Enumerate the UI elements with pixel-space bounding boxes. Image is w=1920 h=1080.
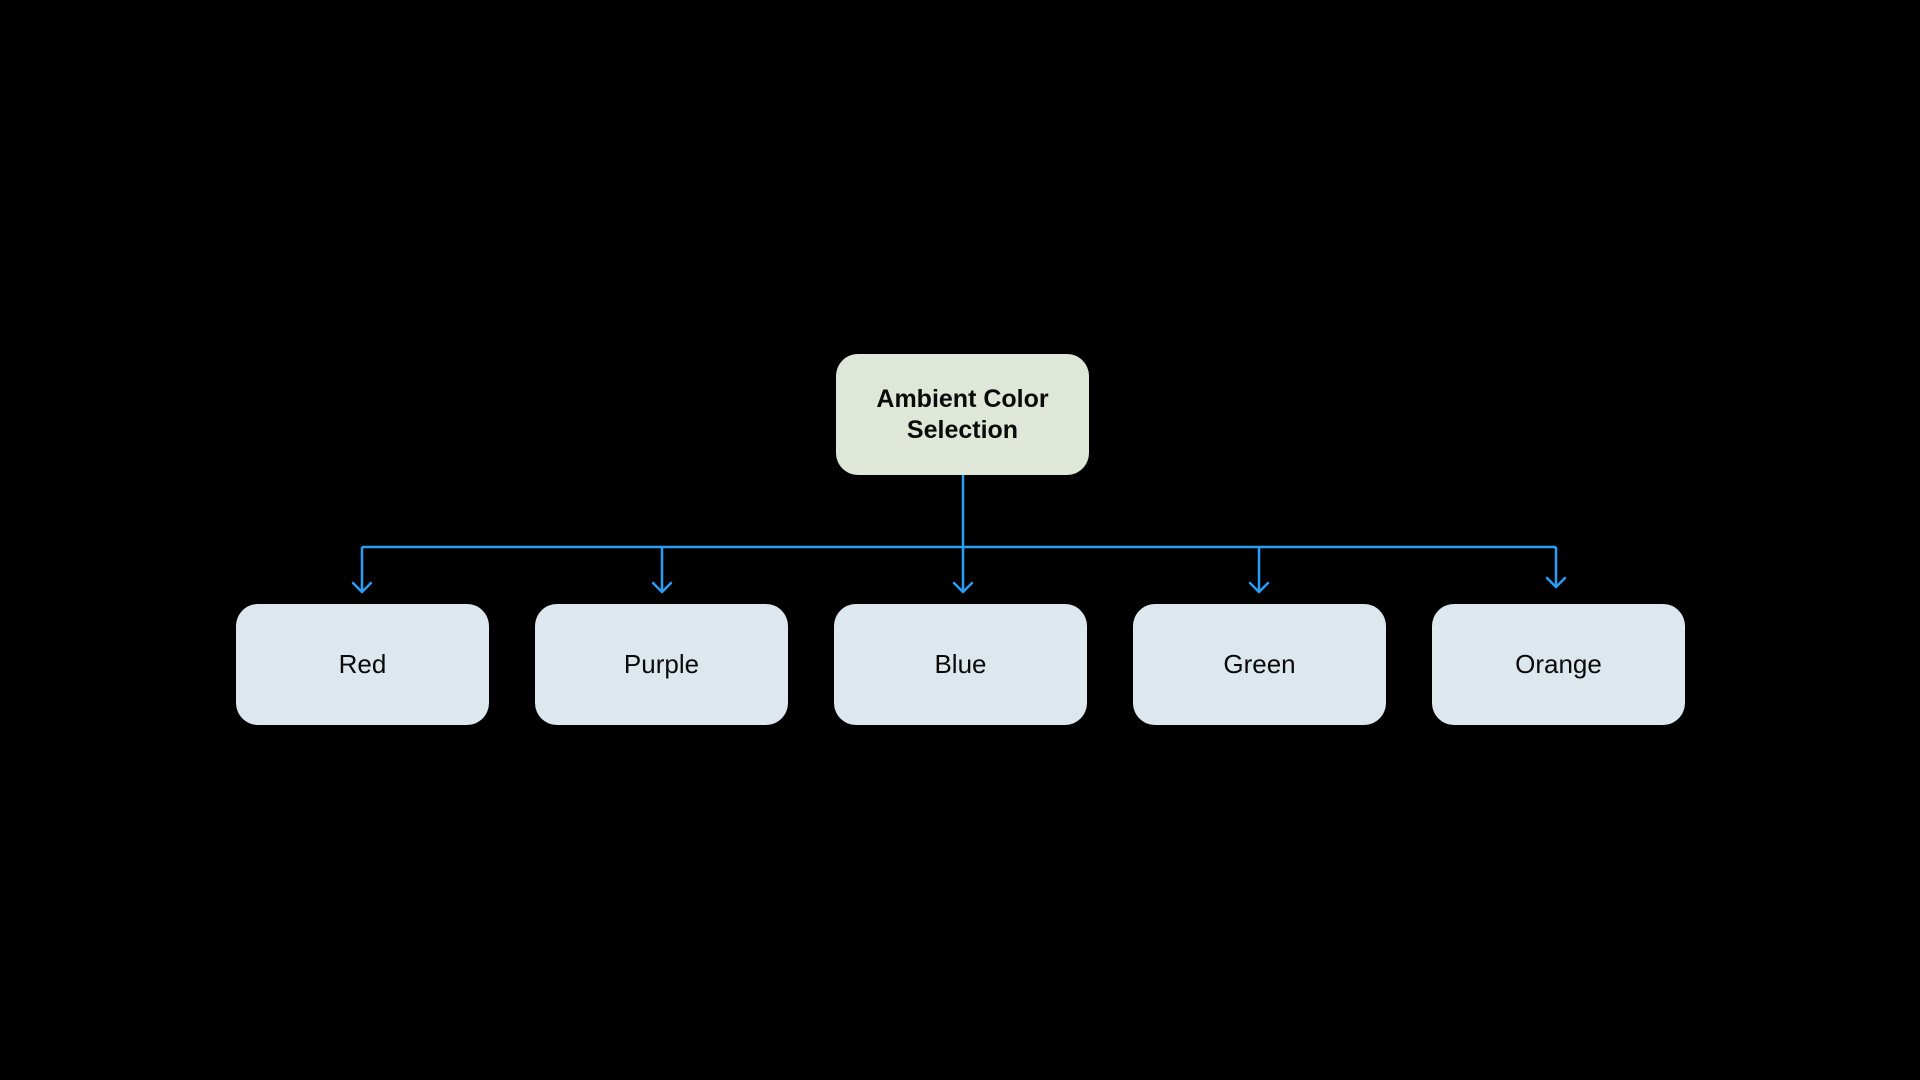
branch-arrow-head (1248, 581, 1270, 594)
child-node-red: Red (236, 604, 489, 725)
child-node-label: Red (338, 649, 387, 679)
child-node-label: Green (1223, 649, 1296, 679)
branch-arrow-head (952, 581, 974, 594)
child-node-green: Green (1133, 604, 1386, 725)
branch-arrow-head (651, 581, 673, 594)
root-node: Ambient Color Selection (836, 354, 1089, 475)
child-node-label: Orange (1515, 649, 1602, 679)
child-node-label: Purple (623, 649, 700, 679)
child-node-orange: Orange (1432, 604, 1685, 725)
child-node-purple: Purple (535, 604, 788, 725)
child-node-label: Blue (934, 649, 987, 679)
root-node-label: Ambient Color Selection (876, 384, 1049, 444)
child-node-blue: Blue (834, 604, 1087, 725)
branch-arrow-head (1545, 576, 1567, 589)
branch-arrow-head (351, 581, 373, 594)
